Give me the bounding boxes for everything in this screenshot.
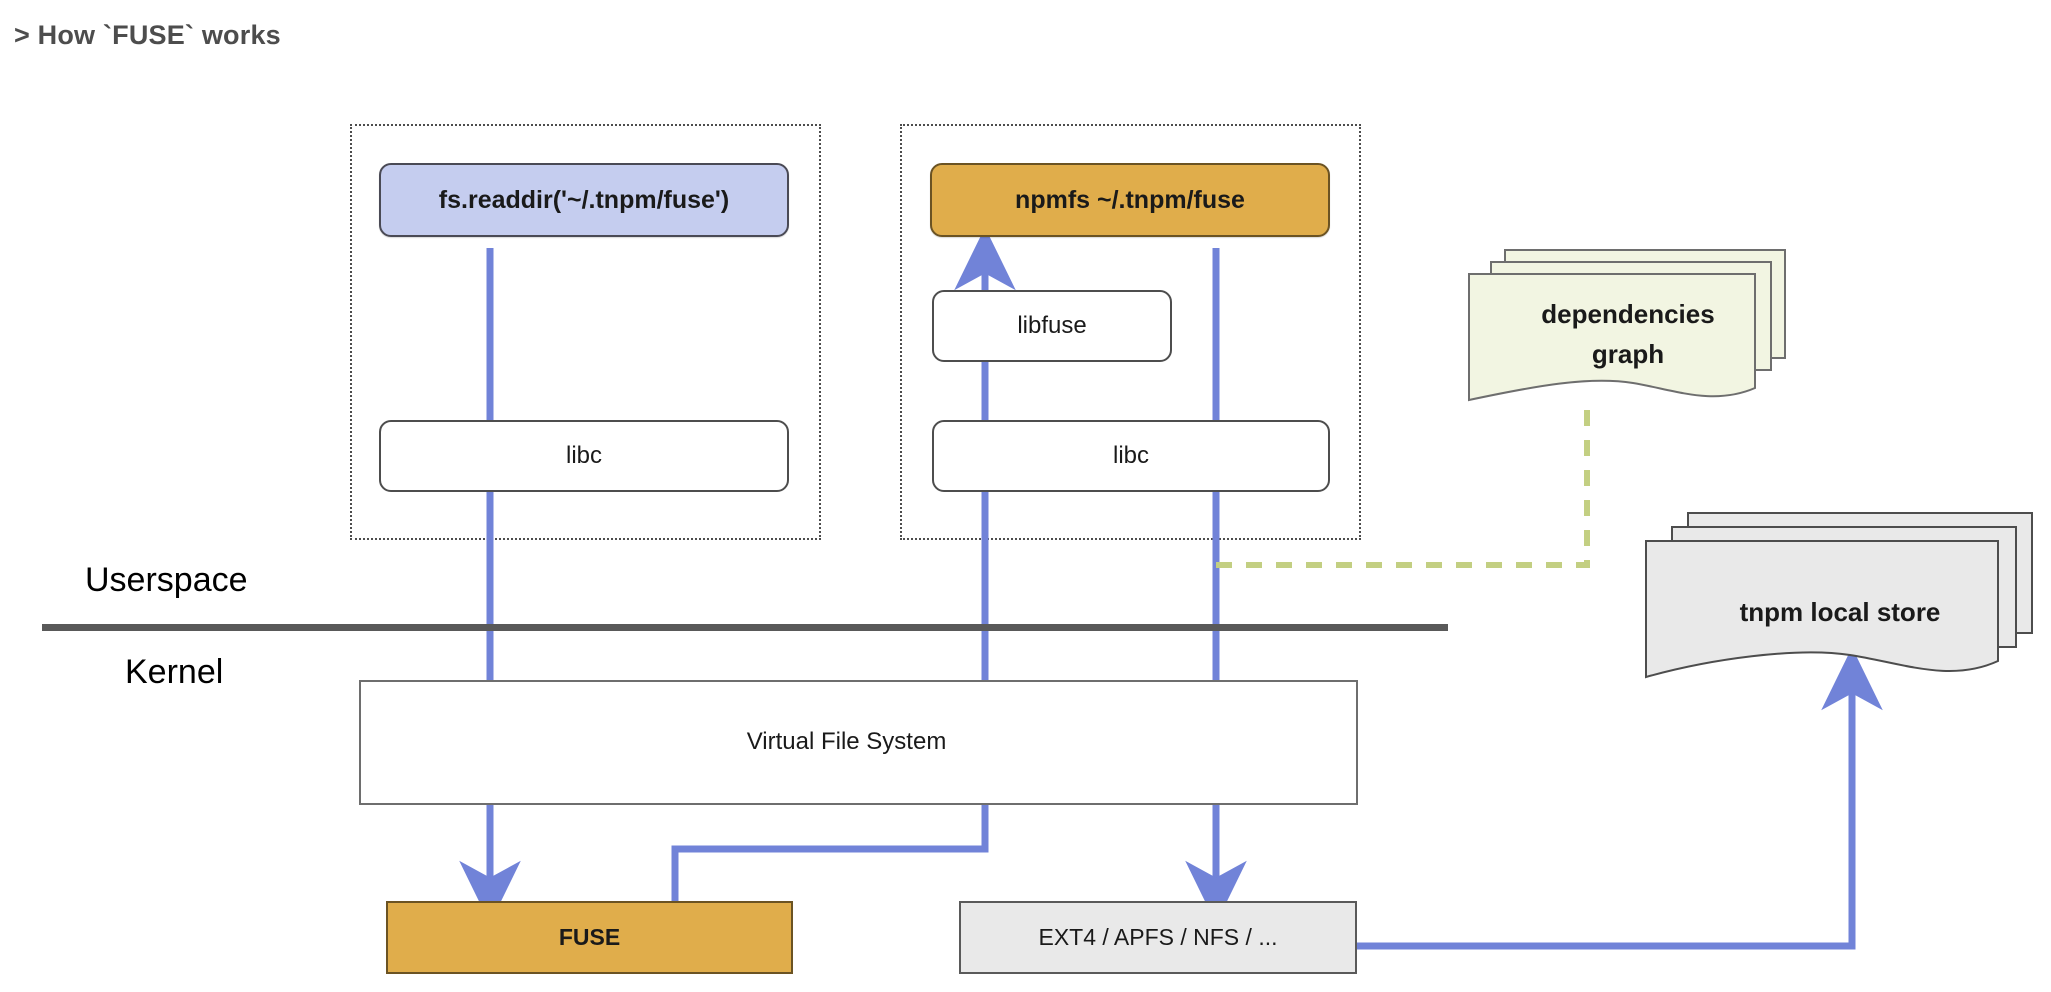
node-libc-left-label: libc	[565, 441, 602, 469]
node-libc-right-label: libc	[1112, 441, 1149, 469]
node-npmfs-mount-label: npmfs ~/.tnpm/fuse	[1015, 186, 1245, 214]
node-fs-readdir[interactable]: fs.readdir('~/.tnpm/fuse')	[379, 163, 789, 237]
node-dependencies-graph[interactable]: dependencies graph	[1463, 240, 1793, 415]
node-fuse[interactable]: FUSE	[386, 901, 793, 974]
dependencies-graph-shape	[1468, 249, 1786, 402]
node-filesystems[interactable]: EXT4 / APFS / NFS / ...	[959, 901, 1357, 974]
node-libc-left[interactable]: libc	[379, 420, 789, 492]
page-title: > How `FUSE` works	[14, 20, 281, 50]
node-libc-right[interactable]: libc	[932, 420, 1330, 492]
node-virtual-file-system-label: Virtual File System	[746, 728, 947, 756]
node-fuse-label: FUSE	[558, 923, 621, 950]
tnpm-local-store-shape	[1645, 512, 2033, 679]
zone-label-userspace: Userspace	[85, 561, 248, 599]
edge-filesystems-to-local-store	[1357, 647, 1883, 950]
node-libfuse-label: libfuse	[1017, 311, 1087, 339]
node-npmfs-mount[interactable]: npmfs ~/.tnpm/fuse	[930, 163, 1330, 237]
userspace-kernel-divider	[42, 624, 1448, 631]
node-fs-readdir-label: fs.readdir('~/.tnpm/fuse')	[438, 186, 730, 214]
node-virtual-file-system[interactable]: Virtual File System	[359, 680, 1358, 805]
node-filesystems-label: EXT4 / APFS / NFS / ...	[1038, 923, 1278, 950]
node-tnpm-local-store[interactable]: tnpm local store	[1640, 505, 2040, 690]
zone-label-kernel: Kernel	[125, 653, 224, 691]
node-libfuse[interactable]: libfuse	[932, 290, 1172, 362]
